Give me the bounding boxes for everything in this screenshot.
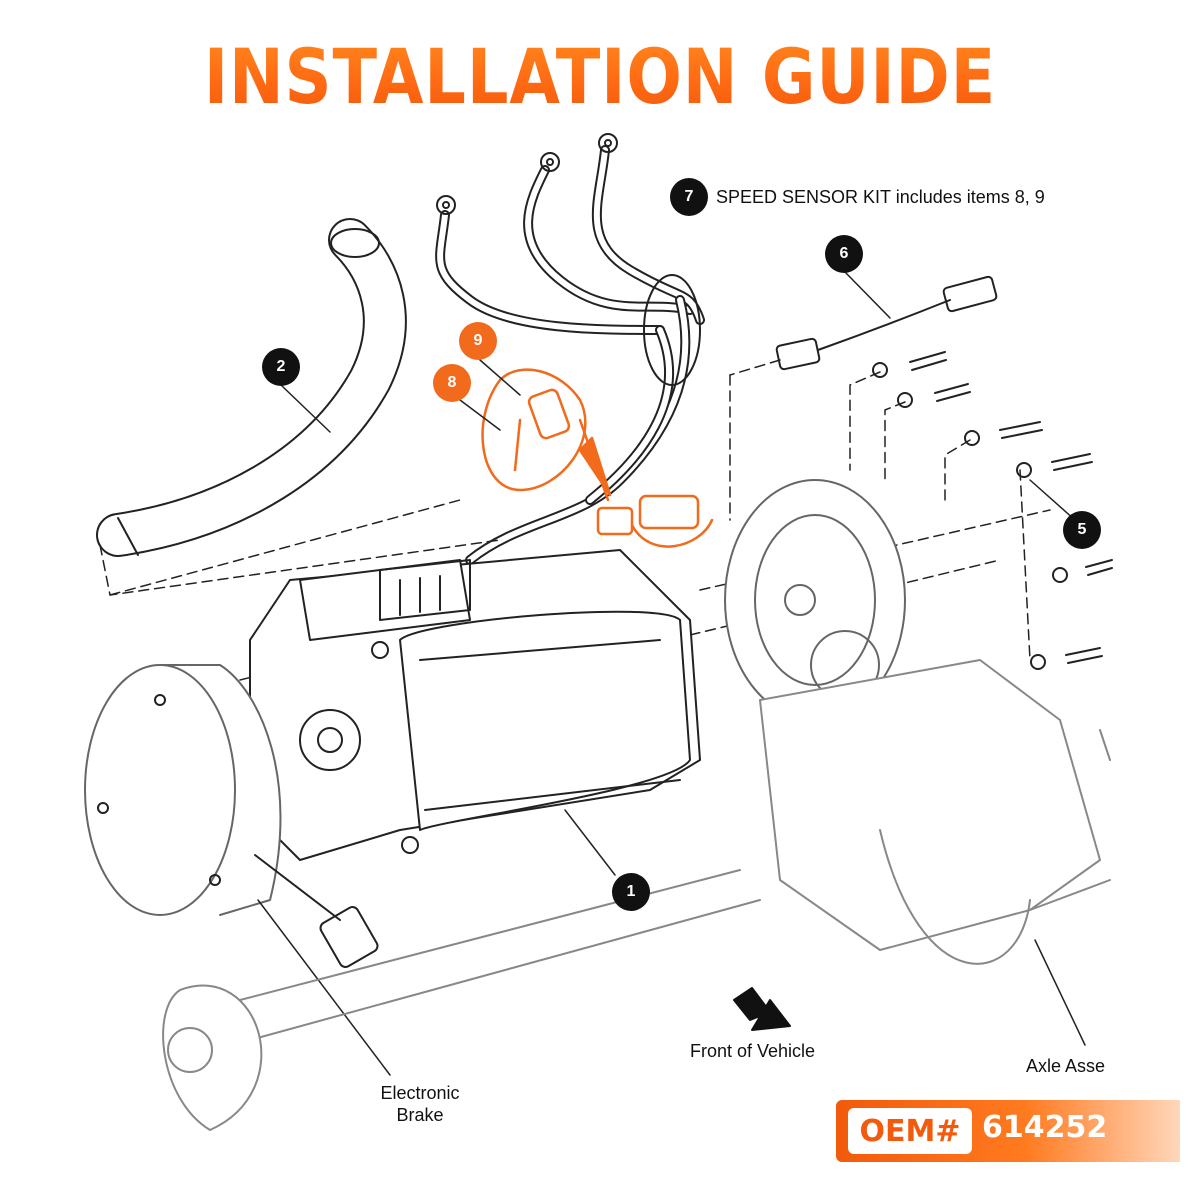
- front-of-vehicle-label: Front of Vehicle: [690, 1041, 816, 1061]
- electronic-brake: [84, 664, 391, 1076]
- motor-item-1: [249, 549, 701, 876]
- power-cables: [435, 133, 705, 565]
- callout-7: 7: [670, 178, 708, 216]
- axle-assembly-label: Axle Asse: [1026, 1056, 1106, 1076]
- callout-1: 1: [612, 873, 650, 911]
- hose-item-2: [96, 218, 407, 557]
- callout-9: 9: [459, 322, 497, 360]
- axle-assembly: [162, 659, 1111, 1131]
- electronic-brake-label: Electronic Brake: [360, 1082, 480, 1126]
- speed-sensor-kit-note: SPEED SENSOR KIT includes items 8, 9: [716, 187, 1045, 207]
- front-arrow-icon: [733, 987, 791, 1031]
- callout-5: 5: [1063, 511, 1101, 549]
- callout-8: 8: [433, 364, 471, 402]
- mounting-flange: [724, 479, 906, 721]
- oem-number: 614252: [982, 1110, 1108, 1145]
- brake-label-line2: Brake: [396, 1105, 444, 1125]
- oem-label: OEM#: [848, 1108, 972, 1154]
- callout-2: 2: [262, 348, 300, 386]
- callout-6: 6: [825, 235, 863, 273]
- page-title: INSTALLATION GUIDE: [84, 32, 1116, 121]
- bolts: [872, 351, 1113, 670]
- brake-label-line1: Electronic: [380, 1083, 460, 1103]
- speed-sensor-highlight: [459, 359, 714, 548]
- sensor-cable-item-6: [775, 271, 998, 371]
